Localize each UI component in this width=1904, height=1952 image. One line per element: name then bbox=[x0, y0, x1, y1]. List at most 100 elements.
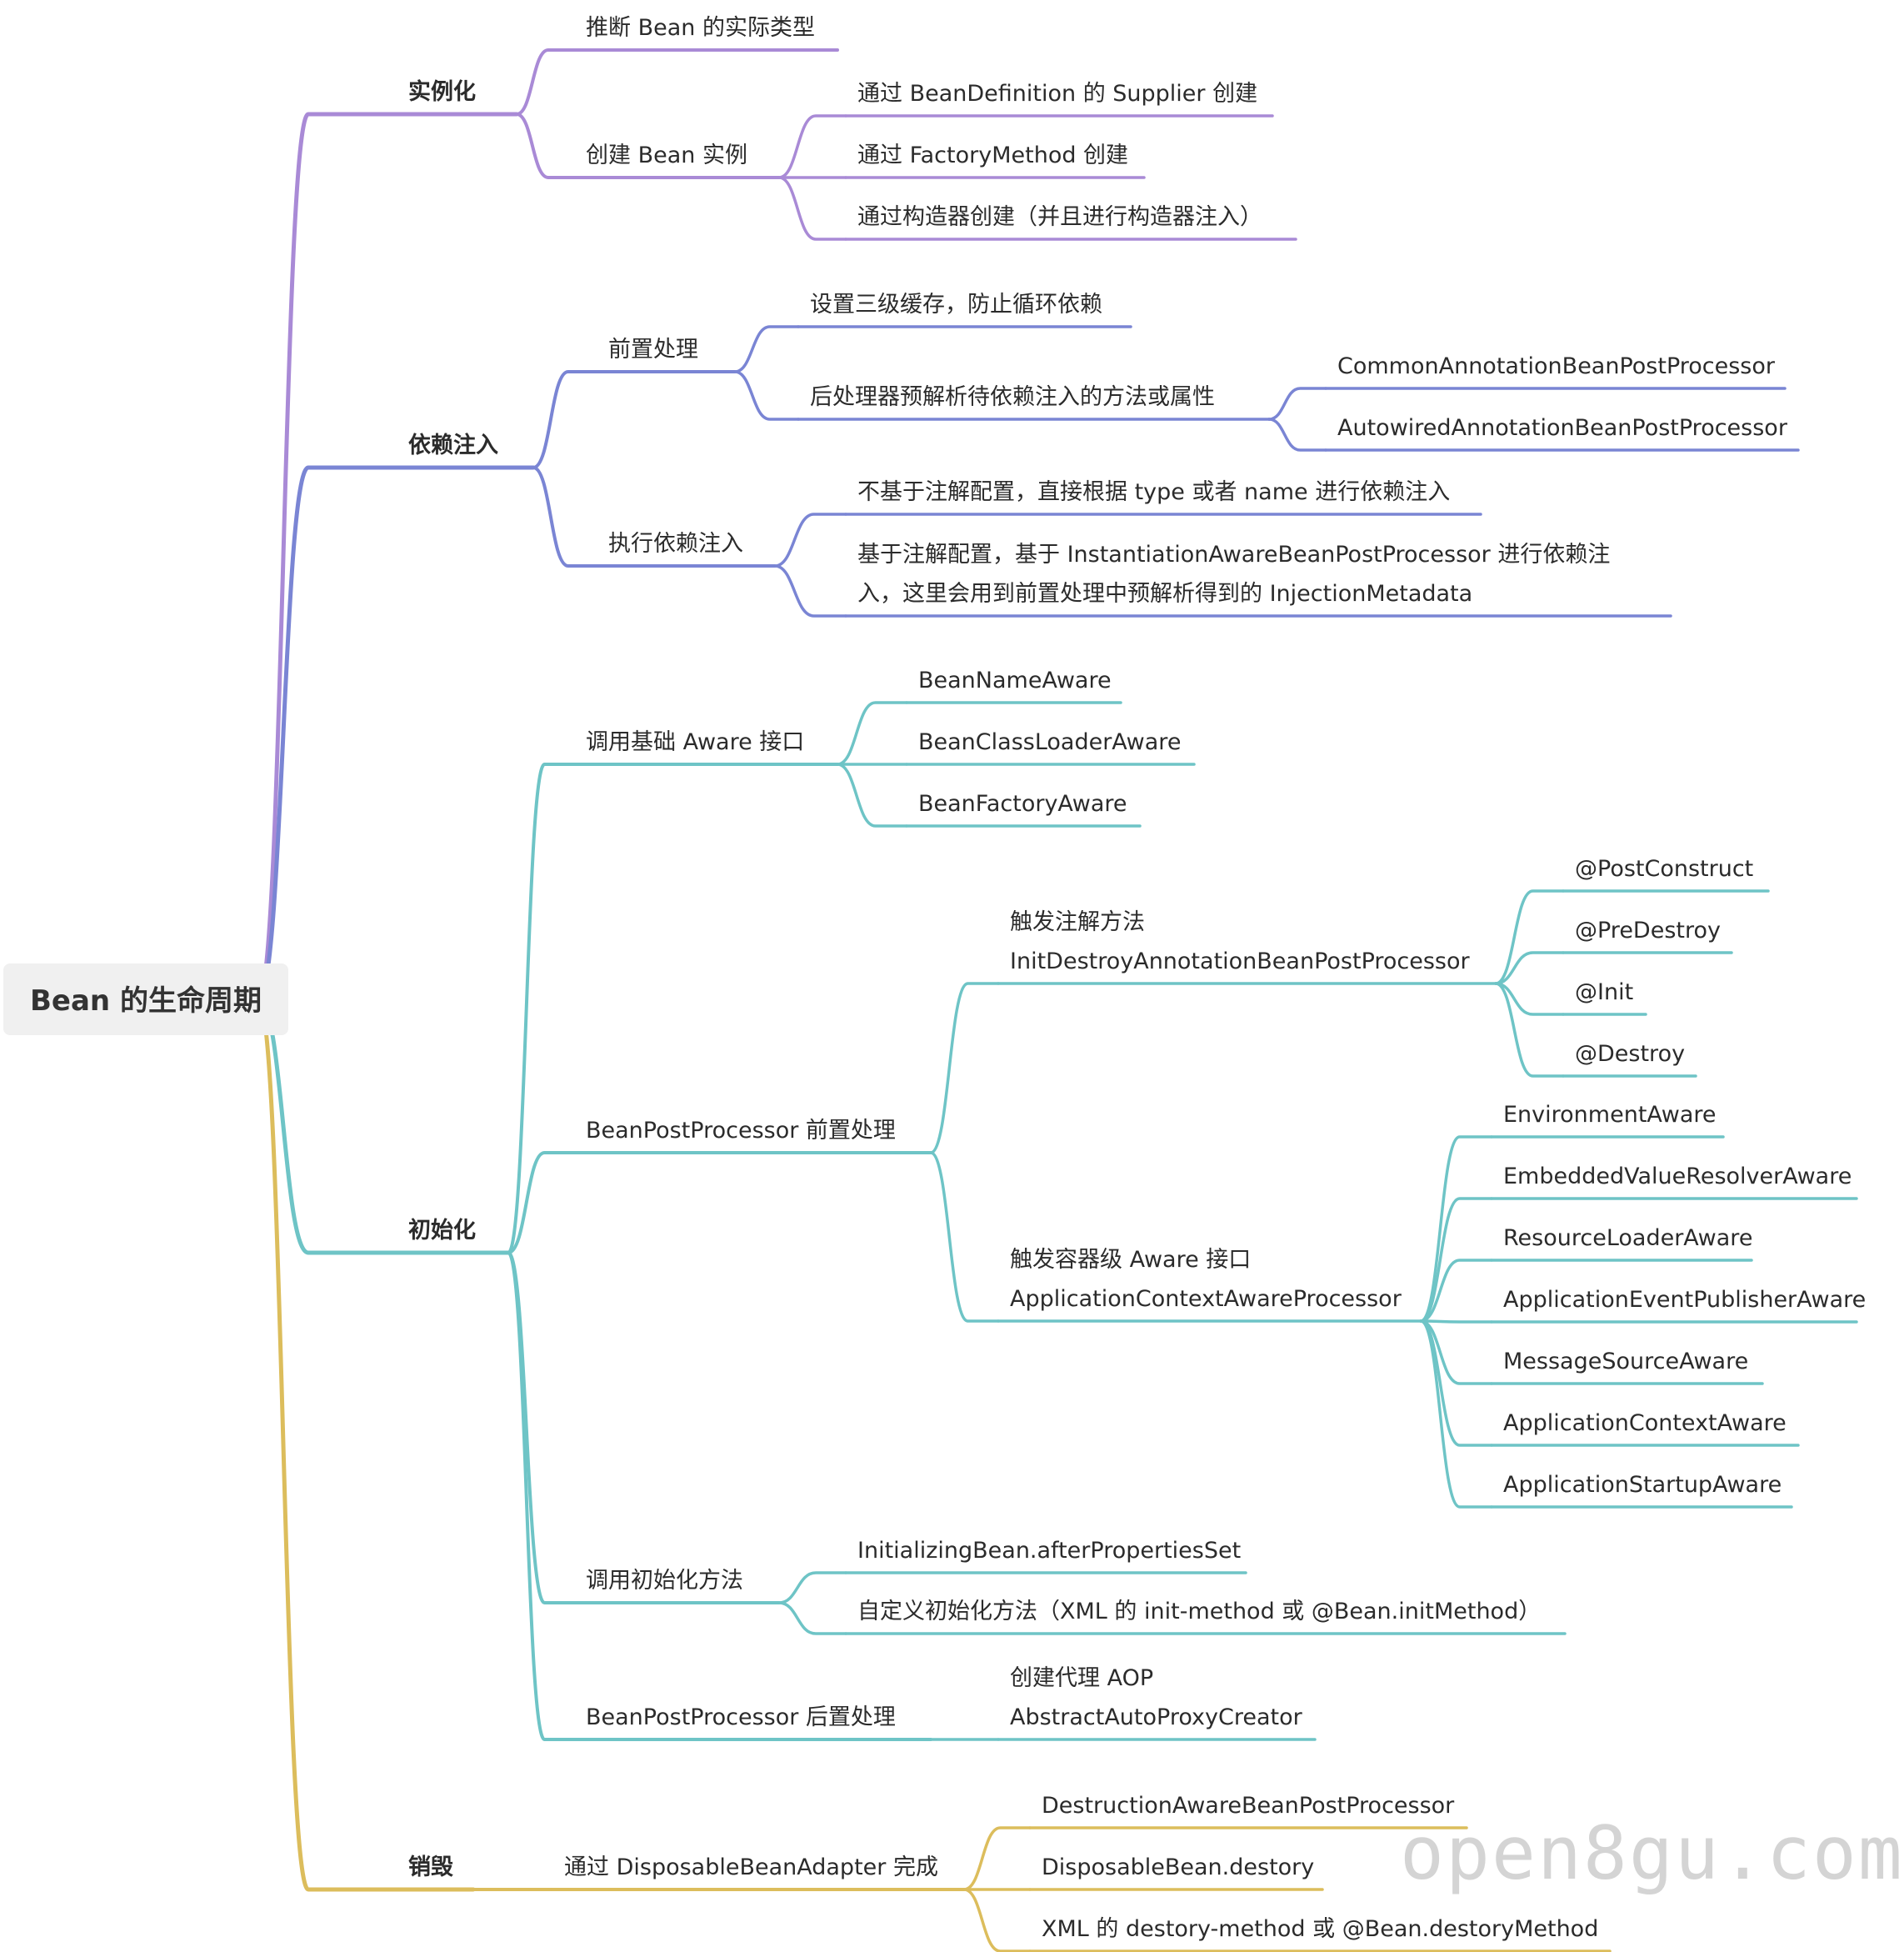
node-2-1-1-4[interactable]: MessageSourceAware bbox=[1503, 1349, 1748, 1374]
node-2-1-1-0[interactable]: EnvironmentAware bbox=[1503, 1102, 1717, 1128]
node-2-2-line: 调用初始化方法 bbox=[586, 1568, 743, 1594]
node-1-0-1[interactable]: 后处理器预解析待依赖注入的方法或属性 bbox=[810, 384, 1215, 410]
node-3-line: 销毁 bbox=[408, 1854, 453, 1880]
node-2-1-1-6[interactable]: ApplicationStartupAware bbox=[1503, 1472, 1782, 1498]
node-2-1-1-2[interactable]: ResourceLoaderAware bbox=[1503, 1225, 1752, 1251]
node-2-1-1-1[interactable]: EmbeddedValueResolverAware bbox=[1503, 1164, 1852, 1189]
node-0[interactable]: 实例化 bbox=[408, 78, 476, 105]
connector-1-0 bbox=[532, 370, 598, 469]
node-1-0-0-line: 设置三级缓存，防止循环依赖 bbox=[810, 292, 1102, 318]
node-2-0-2-line: BeanFactoryAware bbox=[918, 791, 1127, 817]
node-2-2-0[interactable]: InitializingBean.afterPropertiesSet bbox=[857, 1538, 1241, 1564]
connector-0-0 bbox=[515, 48, 576, 116]
connector-1-0-1-0 bbox=[1267, 387, 1327, 421]
node-1-0-1-0[interactable]: CommonAnnotationBeanPostProcessor bbox=[1337, 353, 1776, 379]
connector-1-0-1 bbox=[733, 370, 800, 421]
node-2-1-1[interactable]: 触发容器级 Aware 接口 ApplicationContextAwarePro… bbox=[1010, 1247, 1402, 1312]
node-2-line: 初始化 bbox=[408, 1217, 476, 1244]
node-2-1-1-0-line: EnvironmentAware bbox=[1503, 1102, 1717, 1128]
root-node[interactable]: Bean 的生命周期 bbox=[3, 963, 288, 1035]
node-1-1[interactable]: 执行依赖注入 bbox=[608, 531, 743, 557]
node-2-1-0-line: 触发注解方法 bbox=[1010, 909, 1145, 935]
node-2-0-0-line: BeanNameAware bbox=[918, 668, 1112, 693]
node-2-3-0-line: 创建代理 AOP bbox=[1010, 1665, 1153, 1691]
node-3-0-2[interactable]: XML 的 destory-method 或 @Bean.destoryMeth… bbox=[1042, 1916, 1598, 1942]
watermark: open8gu.com bbox=[1400, 1810, 1904, 1896]
node-0-1-1[interactable]: 通过 FactoryMethod 创建 bbox=[857, 143, 1128, 168]
connector-2-0 bbox=[507, 763, 576, 1254]
node-2-0-2[interactable]: BeanFactoryAware bbox=[918, 791, 1127, 817]
connector-2-3 bbox=[507, 1251, 576, 1741]
node-1-1-0[interactable]: 不基于注解配置，直接根据 type 或者 name 进行依赖注入 bbox=[857, 479, 1450, 505]
connector-2-0-2 bbox=[836, 763, 908, 828]
node-2-0-1-line: BeanClassLoaderAware bbox=[918, 729, 1181, 755]
node-2-1-0-1[interactable]: @PreDestroy bbox=[1575, 918, 1721, 943]
connector-3-0-2 bbox=[962, 1888, 1032, 1952]
connector-1-1-0 bbox=[773, 513, 847, 568]
node-2-2-1[interactable]: 自定义初始化方法（XML 的 init-method 或 @Bean.initM… bbox=[857, 1599, 1541, 1624]
node-2-1-1-line: 触发容器级 Aware 接口 bbox=[1010, 1247, 1251, 1273]
node-3[interactable]: 销毁 bbox=[408, 1854, 453, 1880]
connector-2-1-1-6 bbox=[1419, 1319, 1493, 1509]
node-1-1-1-line: 入，这里会用到前置处理中预解析得到的 InjectionMetadata bbox=[857, 581, 1472, 607]
node-1[interactable]: 依赖注入 bbox=[408, 432, 498, 458]
node-2-1-1-3-line: ApplicationEventPublisherAware bbox=[1503, 1287, 1866, 1313]
node-0-line: 实例化 bbox=[408, 78, 476, 105]
node-2-0-0[interactable]: BeanNameAware bbox=[918, 668, 1112, 693]
node-2-2-0-line: InitializingBean.afterPropertiesSet bbox=[857, 1538, 1241, 1564]
node-2-1-0-2-line: @Init bbox=[1575, 979, 1633, 1005]
node-0-1-2-line: 通过构造器创建（并且进行构造器注入） bbox=[857, 204, 1262, 230]
node-2-3-line: BeanPostProcessor 后置处理 bbox=[586, 1704, 896, 1730]
node-2-1-1-3[interactable]: ApplicationEventPublisherAware bbox=[1503, 1287, 1866, 1313]
root-node-box bbox=[3, 963, 288, 1035]
node-2-1-line: BeanPostProcessor 前置处理 bbox=[586, 1118, 896, 1144]
node-3-0-line: 通过 DisposableBeanAdapter 完成 bbox=[564, 1854, 938, 1880]
node-3-0-1[interactable]: DisposableBean.destory bbox=[1042, 1854, 1314, 1880]
node-2-0-1[interactable]: BeanClassLoaderAware bbox=[918, 729, 1181, 755]
node-0-1[interactable]: 创建 Bean 实例 bbox=[586, 143, 747, 168]
node-0-1-2[interactable]: 通过构造器创建（并且进行构造器注入） bbox=[857, 204, 1262, 230]
node-2-1-0-3-line: @Destroy bbox=[1575, 1041, 1685, 1067]
node-2-3[interactable]: BeanPostProcessor 后置处理 bbox=[586, 1704, 896, 1730]
connector-1-0-0 bbox=[733, 325, 800, 373]
node-1-line: 依赖注入 bbox=[408, 432, 498, 458]
node-2-1-0-line: InitDestroyAnnotationBeanPostProcessor bbox=[1010, 948, 1471, 974]
node-2-1-0-0[interactable]: @PostConstruct bbox=[1575, 856, 1753, 882]
node-2-1-1-2-line: ResourceLoaderAware bbox=[1503, 1225, 1752, 1251]
node-2-1-0-3[interactable]: @Destroy bbox=[1575, 1041, 1685, 1067]
node-2-1-0-2[interactable]: @Init bbox=[1575, 979, 1633, 1005]
node-2-1-0[interactable]: 触发注解方法 InitDestroyAnnotationBeanPostProce… bbox=[1010, 909, 1471, 974]
connector-2-1-0 bbox=[929, 982, 1000, 1154]
node-3-0-0[interactable]: DestructionAwareBeanPostProcessor bbox=[1042, 1793, 1455, 1819]
node-0-1-0-line: 通过 BeanDefinition 的 Supplier 创建 bbox=[857, 81, 1257, 107]
connector-1-0-1-1 bbox=[1267, 418, 1327, 452]
node-3-0-2-line: XML 的 destory-method 或 @Bean.destoryMeth… bbox=[1042, 1916, 1598, 1942]
connector-2-0-0 bbox=[836, 701, 908, 766]
connector-2-1-1-3 bbox=[1419, 1319, 1493, 1324]
node-3-0[interactable]: 通过 DisposableBeanAdapter 完成 bbox=[564, 1854, 938, 1880]
node-1-0[interactable]: 前置处理 bbox=[608, 337, 698, 363]
node-1-0-0[interactable]: 设置三级缓存，防止循环依赖 bbox=[810, 292, 1102, 318]
connector-3-0-0 bbox=[962, 1826, 1032, 1891]
node-2-0[interactable]: 调用基础 Aware 接口 bbox=[586, 729, 804, 755]
node-2-2[interactable]: 调用初始化方法 bbox=[586, 1568, 743, 1594]
node-2-1-1-6-line: ApplicationStartupAware bbox=[1503, 1472, 1782, 1498]
connector-2-2-1 bbox=[777, 1601, 847, 1635]
node-2-1-1-5-line: ApplicationContextAware bbox=[1503, 1410, 1787, 1436]
node-2-0-line: 调用基础 Aware 接口 bbox=[586, 729, 804, 755]
node-0-1-0[interactable]: 通过 BeanDefinition 的 Supplier 创建 bbox=[857, 81, 1257, 107]
node-2-1-1-1-line: EmbeddedValueResolverAware bbox=[1503, 1164, 1852, 1189]
node-0-0[interactable]: 推断 Bean 的实际类型 bbox=[586, 15, 815, 41]
node-1-1-1[interactable]: 基于注解配置，基于 InstantiationAwareBeanPostProc… bbox=[857, 542, 1610, 607]
node-2[interactable]: 初始化 bbox=[408, 1217, 476, 1244]
node-0-0-line: 推断 Bean 的实际类型 bbox=[586, 15, 815, 41]
node-3-0-0-line: DestructionAwareBeanPostProcessor bbox=[1042, 1793, 1455, 1819]
node-2-1-1-line: ApplicationContextAwareProcessor bbox=[1010, 1286, 1402, 1312]
node-2-1[interactable]: BeanPostProcessor 前置处理 bbox=[586, 1118, 896, 1144]
node-0-1-1-line: 通过 FactoryMethod 创建 bbox=[857, 143, 1128, 168]
node-2-1-1-5[interactable]: ApplicationContextAware bbox=[1503, 1410, 1787, 1436]
connector-2-1-0-0 bbox=[1494, 889, 1565, 985]
node-1-0-1-1[interactable]: AutowiredAnnotationBeanPostProcessor bbox=[1337, 415, 1788, 441]
